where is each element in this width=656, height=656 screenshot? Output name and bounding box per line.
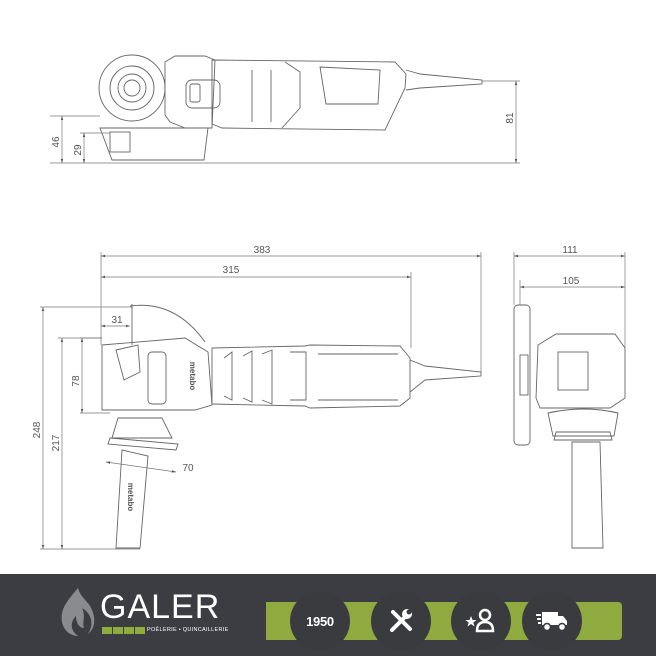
year-label: 1950 [306, 613, 334, 629]
tools-icon [390, 609, 412, 632]
dim-105: 105 [563, 276, 580, 287]
tools-badge [371, 591, 431, 651]
front-view [513, 252, 626, 549]
top-view [50, 54, 520, 164]
technical-drawing: 46 29 81 383 315 31 78 248 217 70 metabo… [32, 54, 626, 550]
dim-248: 248 [32, 421, 43, 438]
dim-383: 383 [254, 245, 271, 256]
logo-square [124, 627, 134, 634]
dim-81: 81 [505, 112, 516, 124]
dim-78: 78 [71, 375, 82, 387]
dim-46: 46 [51, 136, 62, 148]
logo-name: GALER [100, 588, 221, 626]
customer-star-icon [465, 608, 495, 633]
logo-square [113, 627, 123, 634]
delivery-truck-icon [536, 612, 567, 632]
delivery-badge [522, 591, 582, 651]
brand-mark-head: metabo [188, 362, 197, 391]
dim-111: 111 [562, 245, 578, 256]
dim-70: 70 [182, 463, 194, 474]
dim-31: 31 [111, 315, 123, 326]
brand-mark-handle: metabo [126, 483, 135, 512]
year-badge: 1950 [290, 591, 350, 651]
dim-217: 217 [51, 434, 62, 451]
logo-tagline: POÊLERIE • QUINCAILLERIE [147, 627, 229, 633]
side-view [40, 252, 482, 550]
flame-icon [61, 588, 95, 636]
logo-square [135, 627, 145, 634]
dim-315: 315 [223, 265, 240, 276]
logo-square [102, 627, 112, 634]
customer-badge [451, 591, 511, 651]
dim-29: 29 [73, 144, 84, 156]
